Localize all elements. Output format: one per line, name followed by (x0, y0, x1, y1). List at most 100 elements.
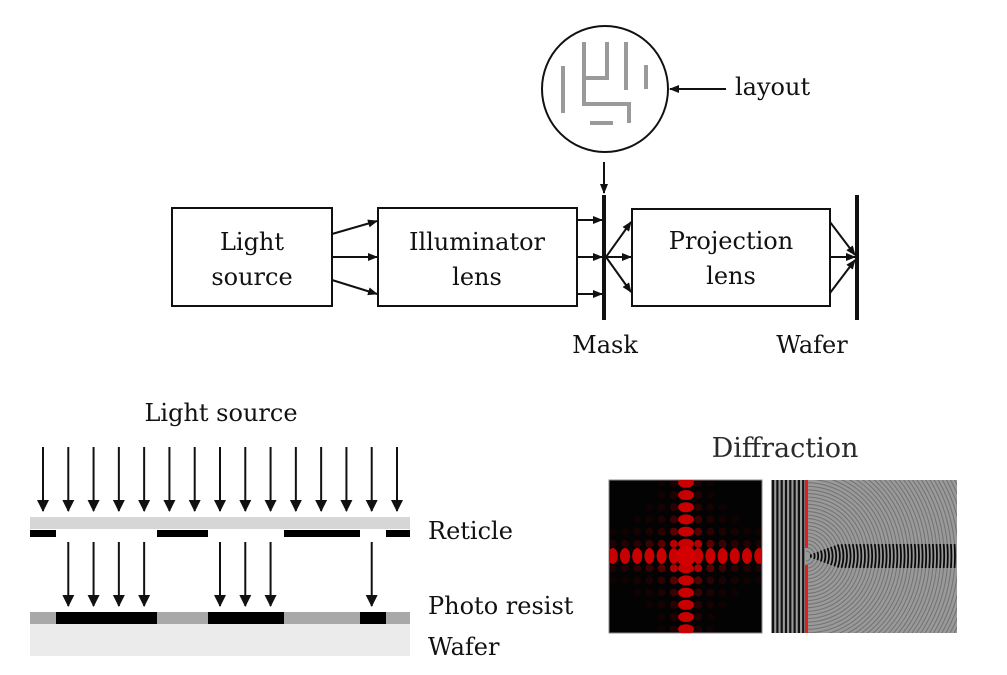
plane-wave-front (784, 480, 788, 633)
central-beam-front (881, 543, 884, 569)
diffraction-spot (678, 538, 694, 549)
diffraction-spots (609, 466, 762, 646)
diffraction-spot (694, 480, 703, 487)
layout-pattern (561, 42, 648, 125)
diffraction-spot (633, 527, 642, 536)
diffraction-spot (644, 548, 655, 564)
diffraction-spot (678, 612, 694, 622)
diffraction-spot (718, 600, 727, 609)
central-beam-front (840, 543, 845, 569)
diffraction-spot (706, 527, 715, 536)
projection-lens-box: Projection lens (631, 208, 831, 307)
diffraction-spot (678, 480, 694, 488)
diffraction-spot (669, 613, 678, 621)
diffraction-spot (669, 527, 678, 536)
diffraction-spot (678, 636, 694, 646)
plane-wave-front (793, 480, 796, 633)
diffraction-spot (730, 527, 739, 536)
central-beam-front (942, 543, 946, 569)
diffraction-spot (693, 548, 704, 564)
diffraction-spot (657, 480, 666, 487)
central-beam-front (870, 543, 874, 569)
diffraction-spot (706, 613, 715, 621)
diffraction-spot (669, 564, 678, 573)
diffraction-spot (730, 539, 739, 548)
diffraction-spot (754, 548, 762, 564)
diffraction-spot (669, 480, 678, 487)
central-beam-front (813, 552, 816, 560)
central-beam-front (859, 543, 863, 569)
illuminator-to-mask-arrows (577, 216, 603, 298)
wafer-substrate (30, 624, 410, 656)
diffraction-spot (670, 467, 678, 475)
diffraction-spot (645, 576, 654, 585)
central-beam-front (873, 543, 877, 569)
diffraction-spot (743, 527, 751, 536)
diffraction-spot (694, 625, 703, 633)
light-source-line1: Light (220, 228, 284, 256)
central-beam-front (906, 543, 910, 569)
central-beam-front (844, 543, 848, 569)
central-beam-front (899, 543, 902, 569)
diffraction-spot (657, 625, 666, 633)
diffraction-spot (669, 588, 678, 597)
diffraction-spot (645, 503, 654, 512)
resist-exposed-segment (56, 612, 157, 624)
diffraction-title: Diffraction (712, 433, 859, 464)
diffraction-spot (694, 588, 703, 597)
diffraction-spot (645, 539, 654, 548)
diffraction-spot (694, 600, 703, 609)
diffraction-spot (678, 490, 694, 500)
diffraction-spot (633, 576, 642, 585)
central-beam-front (910, 543, 913, 569)
diffraction-spot (718, 564, 727, 573)
diffraction-spot (621, 576, 629, 585)
illuminator-line1: Illuminator (409, 228, 546, 256)
diffraction-spot (706, 515, 715, 524)
transmitted-rays (62, 542, 378, 607)
diffraction-spot (609, 564, 617, 573)
central-beam-front (823, 549, 827, 563)
resist-exposed-regions (56, 612, 386, 624)
central-beam-front (935, 543, 938, 569)
projection-line1: Projection (669, 227, 793, 255)
diffraction-spot (609, 527, 617, 536)
diffraction-spot (678, 575, 694, 586)
diffraction-spot (694, 491, 703, 499)
central-beam-front (877, 543, 881, 569)
resist-exposed-segment (208, 612, 284, 624)
diffraction-spot (718, 539, 727, 548)
diffraction-spot (730, 576, 739, 585)
diffraction-spot (718, 515, 727, 524)
projection-to-wafer-arrows (829, 221, 856, 294)
diffraction-spot (755, 527, 762, 536)
wafer-label: Wafer (776, 331, 848, 359)
central-beam-front (917, 543, 920, 569)
diffraction-spot (657, 527, 666, 536)
mask-to-projection-arrows (605, 221, 632, 293)
slit-barrier-bottom (805, 565, 808, 633)
diffraction-spot (706, 576, 715, 585)
slit-wave-image (771, 480, 957, 633)
wafer-substrate-label: Wafer (428, 633, 500, 661)
diffraction-spot (669, 515, 678, 524)
diffraction-spot (694, 564, 703, 573)
diffraction-spot (678, 587, 694, 598)
diffraction-spot (706, 491, 715, 499)
illuminator-lens-box: Illuminator lens (377, 207, 578, 307)
diffraction-spot (620, 548, 630, 564)
source-to-illuminator-arrows (331, 219, 378, 296)
central-beam-front (830, 546, 834, 566)
diffraction-spot (657, 588, 666, 597)
diffraction-spot (678, 502, 694, 513)
central-beam-front (888, 543, 892, 569)
diffraction-spot (678, 599, 694, 610)
plane-wave-front (789, 480, 792, 633)
diffraction-spot (706, 625, 715, 633)
central-beam-front (816, 551, 820, 561)
central-beam-front (833, 545, 838, 567)
diffraction-spot (609, 548, 618, 564)
diffraction-spot (678, 466, 694, 476)
diffraction-spot (742, 548, 752, 564)
diffraction-spot (678, 526, 694, 537)
